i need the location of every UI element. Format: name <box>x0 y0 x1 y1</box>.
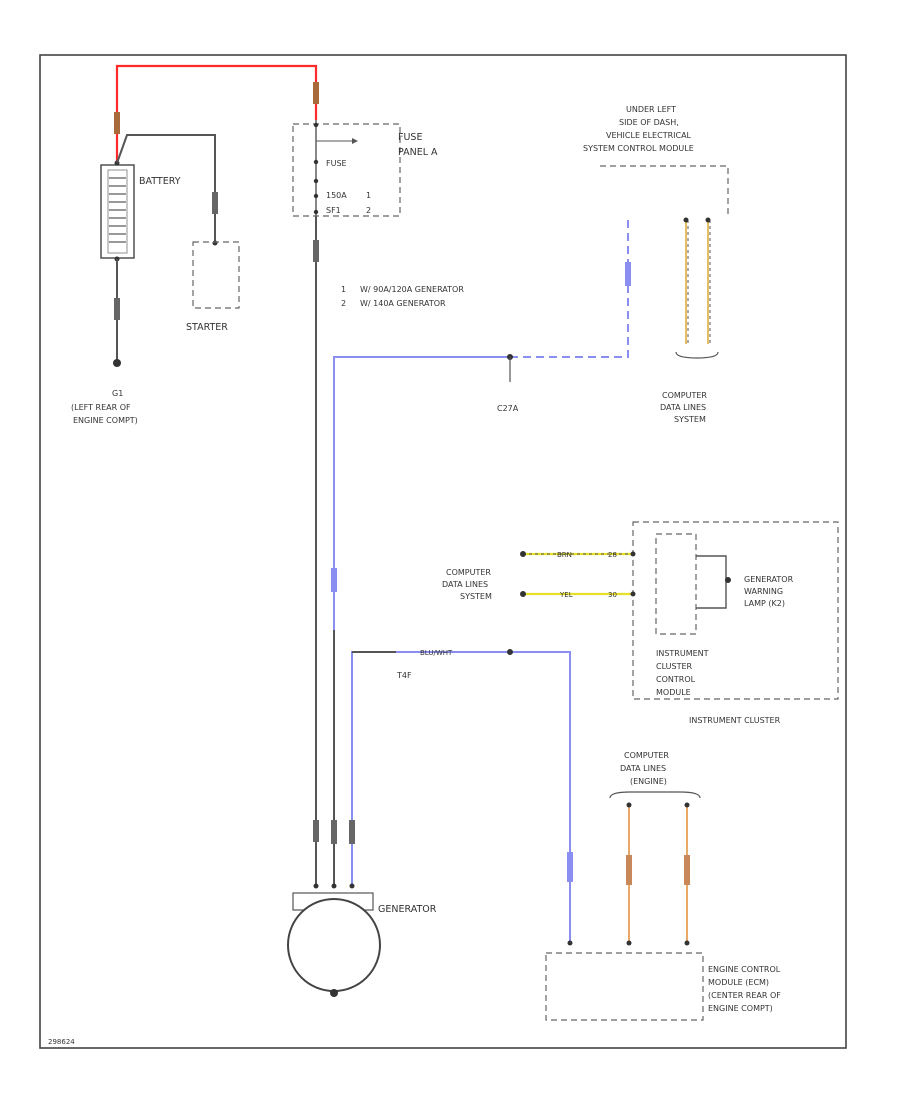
cdl-engine-line3: (ENGINE) <box>630 777 667 786</box>
ic-module-line2: CLUSTER <box>656 662 693 671</box>
ic-control-module <box>655 533 697 635</box>
fuse-panel-label-1: FUSE <box>398 132 422 143</box>
ecm-line2: MODULE (ECM) <box>708 978 769 987</box>
blue-data-wire-bottom <box>351 649 573 946</box>
fuse-row-2: SF1 <box>326 206 341 215</box>
t4f-mark <box>331 568 337 592</box>
battery-label: BATTERY <box>139 176 181 187</box>
fuse-row-2-num: 2 <box>366 206 371 215</box>
wire-yel: YEL <box>559 591 573 599</box>
fuse-panel-a <box>292 123 401 217</box>
fuse-panel-label-2: PANEL A <box>398 147 438 158</box>
cdl-top-line1: COMPUTER <box>662 391 707 400</box>
engine-control-module <box>545 952 704 1021</box>
ecm-data-wires <box>626 802 690 946</box>
cdl-mid-line3: SYSTEM <box>460 592 492 601</box>
diagram-id: 298624 <box>48 1038 75 1046</box>
connector-t4f-label: T4F <box>396 671 412 680</box>
note-1: W/ 90A/120A GENERATOR <box>360 285 464 294</box>
vehicle-module-label-2: SIDE OF DASH, <box>619 118 679 127</box>
ic-module-line4: MODULE <box>656 688 691 697</box>
wire-brn: BRN <box>557 551 572 559</box>
cdl-top-line2: DATA LINES <box>660 403 706 412</box>
vehicle-module-label-1: UNDER LEFT <box>626 105 676 114</box>
vehicle-module-boundary <box>600 165 729 216</box>
instrument-cluster <box>632 521 839 700</box>
ground-id: G1 <box>112 389 123 398</box>
fuse-panel-internals <box>313 120 358 216</box>
starter <box>192 241 240 309</box>
vehicle-module-label-4: SYSTEM CONTROL MODULE <box>583 144 694 153</box>
warning-lamp-circuit <box>696 555 731 609</box>
diagram-frame <box>39 54 847 1049</box>
generator-label: GENERATOR <box>378 904 437 915</box>
ground-location-line1: (LEFT REAR OF <box>71 403 131 412</box>
ecm-line1: ENGINE CONTROL <box>708 965 781 974</box>
fuse-row-1-num: 1 <box>366 191 371 200</box>
cdl-engine-bracket <box>609 791 701 799</box>
note-2-num: 2 <box>341 299 346 308</box>
ic-data-wires <box>520 551 636 597</box>
pin-30: 30 <box>608 591 617 599</box>
starter-label: STARTER <box>186 322 228 333</box>
battery <box>100 160 135 262</box>
generator-input-wires <box>313 820 355 889</box>
vehicle-module-label-3: VEHICLE ELECTRICAL <box>606 131 692 140</box>
fuse-label: FUSE <box>326 159 347 168</box>
blue-data-wire-top <box>333 220 631 630</box>
cdl-top-line3: SYSTEM <box>674 415 706 424</box>
ground-wire <box>113 259 121 367</box>
ground-location-line2: ENGINE COMPT) <box>73 416 138 425</box>
gen-warning-line2: WARNING <box>744 587 783 596</box>
gen-warning-line1: GENERATOR <box>744 575 794 584</box>
generator <box>287 892 381 997</box>
cdl-mid-line2: DATA LINES <box>442 580 488 589</box>
ecm-line3: (CENTER REAR OF <box>708 991 781 1000</box>
ecm-line4: ENGINE COMPT) <box>708 1004 773 1013</box>
cdl-engine-line1: COMPUTER <box>624 751 669 760</box>
ic-module-line1: INSTRUMENT <box>656 649 709 658</box>
instrument-cluster-label: INSTRUMENT CLUSTER <box>689 716 781 725</box>
ic-module-line3: CONTROL <box>656 675 696 684</box>
gen-warning-line3: LAMP (K2) <box>744 599 785 608</box>
wire-blu-wht: BLU/WHT <box>420 649 453 657</box>
cdl-engine-line2: DATA LINES <box>620 764 666 773</box>
pin-28: 28 <box>608 551 617 559</box>
battery-positive-wire <box>114 64 319 165</box>
fuse-row-1: 150A <box>326 191 347 200</box>
note-1-num: 1 <box>341 285 346 294</box>
generator-bplus-wire <box>313 216 319 885</box>
splice-label: C27A <box>497 404 519 413</box>
cdl-mid-line1: COMPUTER <box>446 568 491 577</box>
note-2: W/ 140A GENERATOR <box>360 299 446 308</box>
data-lines-top <box>675 217 719 359</box>
